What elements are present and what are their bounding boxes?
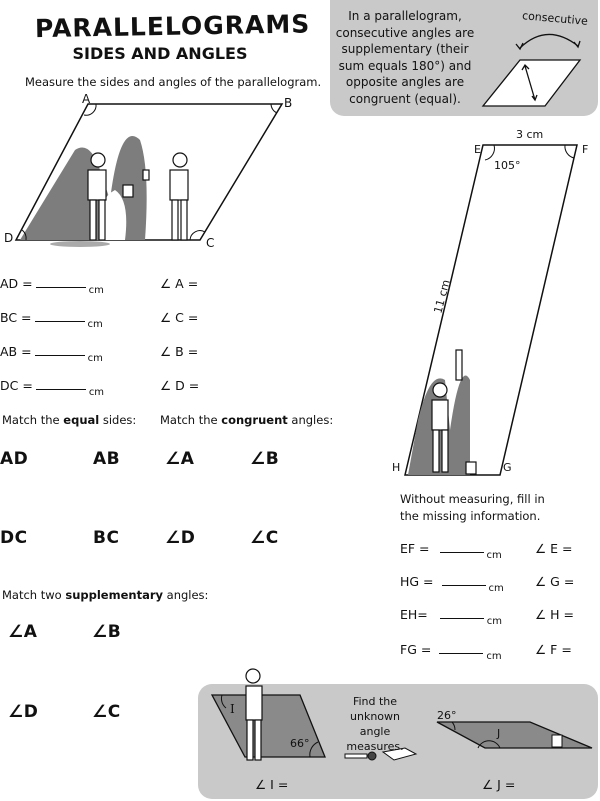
answer-blank[interactable] (35, 389, 86, 390)
match-item-angle-c[interactable]: ∠C (250, 528, 279, 548)
match-item-ab[interactable]: AB (93, 449, 121, 469)
answer-angle-j[interactable]: ∠ J = (482, 777, 516, 792)
painter-figure (87, 152, 189, 241)
unit: cm (486, 651, 502, 662)
info-line: opposite angles are (345, 75, 465, 89)
unit: cm (88, 285, 104, 296)
measure-row: AD = cm (0, 276, 104, 296)
fill-row: FG = cm (400, 642, 502, 662)
supp-item-angle-c[interactable]: ∠C (92, 702, 121, 722)
instruction-line: unknown angle (350, 710, 400, 738)
page-subtitle: SIDES AND ANGLES (72, 44, 248, 63)
unit: cm (486, 616, 503, 627)
match-sides-heading: Match the equal sides: (2, 413, 137, 427)
roller-and-tray (344, 747, 418, 761)
match-item-angle-d[interactable]: ∠D (165, 528, 196, 548)
parallelogram-j (436, 721, 593, 749)
unit: cm (87, 353, 103, 364)
supp-item-angle-a[interactable]: ∠A (8, 622, 38, 642)
info-line: congruent (equal). (349, 91, 461, 106)
vertex-h: H (392, 461, 401, 474)
angle-label: ∠ F = (535, 642, 572, 657)
side-label: EF = (400, 541, 430, 556)
angle-26-label: 26° (437, 709, 457, 722)
find-angles-instruction: Find the unknown angle measures. (335, 694, 415, 754)
fill-row: EH= cm (400, 607, 502, 627)
vertex-g: G (503, 461, 512, 474)
angle-j-label: J (497, 727, 501, 740)
measure-row: BC = cm (0, 310, 103, 330)
vertex-c: C (206, 236, 215, 250)
side-label: EH= (400, 607, 428, 622)
instruction: Measure the sides and angles of the para… (25, 75, 322, 89)
answer-blank[interactable] (34, 355, 85, 356)
angle-label: ∠ G = (535, 574, 575, 589)
unit: cm (486, 550, 502, 561)
angle-i-label: I (230, 702, 235, 716)
fill-instruction-line: Without measuring, fill in (400, 492, 545, 506)
vertex-a: A (82, 92, 91, 106)
parallelogram-efgh (404, 144, 578, 476)
info-line: sum equals 180°) and (338, 58, 472, 73)
painter-figure (431, 349, 477, 475)
supplementary-heading: Match two supplementary angles: (2, 588, 209, 602)
match-item-angle-a[interactable]: ∠A (165, 449, 195, 469)
supp-item-angle-b[interactable]: ∠B (92, 622, 122, 642)
angle-66-label: 66° (290, 737, 310, 750)
match-item-ad[interactable]: AD (0, 449, 29, 469)
fill-row: HG = cm (400, 574, 504, 594)
info-line: consecutive angles are (335, 25, 475, 40)
angle-label: ∠ D = (160, 378, 200, 393)
vertex-b: B (284, 96, 293, 110)
answer-angle-i[interactable]: ∠ I = (255, 777, 289, 792)
angle-label: ∠ C = (160, 310, 199, 325)
answer-blank[interactable] (441, 585, 486, 586)
info-line: In a parallelogram, (348, 9, 462, 23)
vertex-f: F (582, 143, 589, 156)
measure-row: AB = cm (0, 344, 103, 364)
side-label: FG = (400, 642, 432, 657)
vertex-d: D (4, 231, 14, 245)
match-angles-heading: Match the congruent angles: (160, 413, 334, 427)
info-diagram (481, 33, 582, 107)
measure-row: DC = cm (0, 378, 104, 398)
side-label: AD = (0, 276, 33, 291)
answer-blank[interactable] (439, 552, 484, 553)
side-label: HG = (400, 574, 434, 589)
answer-blank[interactable] (35, 287, 86, 288)
painter-figure (245, 668, 263, 761)
side-label: DC = (0, 378, 33, 393)
fill-instruction-line: the missing information. (400, 509, 541, 523)
supp-item-angle-d[interactable]: ∠D (8, 702, 39, 722)
unit: cm (87, 319, 103, 330)
angle-label: ∠ H = (535, 607, 575, 622)
fill-instruction: Without measuring, fill in the missing i… (400, 491, 545, 525)
unit: cm (488, 583, 504, 594)
side-label: AB = (0, 344, 32, 359)
answer-blank[interactable] (34, 321, 85, 322)
unit: cm (88, 387, 105, 398)
info-box (330, 0, 598, 116)
parallelogram-i (210, 668, 326, 761)
match-item-dc[interactable]: DC (0, 528, 28, 548)
match-item-angle-b[interactable]: ∠B (250, 449, 280, 469)
instruction-line: measures. (346, 740, 404, 753)
fill-row: EF = cm (400, 541, 502, 561)
vertex-e: E (474, 143, 481, 156)
answer-blank[interactable] (439, 618, 484, 619)
side-label: BC = (0, 310, 32, 325)
angle-label: ∠ B = (160, 344, 199, 359)
instruction-line: Find the (352, 695, 398, 708)
angle-label: ∠ E = (535, 541, 573, 556)
side-ef-length: 3 cm (516, 128, 544, 141)
info-line: supplementary (their (341, 42, 469, 56)
angle-label: ∠ A = (160, 276, 199, 291)
match-item-bc[interactable]: BC (93, 528, 120, 548)
angle-e-value: 105° (494, 159, 521, 172)
info-text: In a parallelogram, consecutive angles a… (335, 8, 475, 107)
answer-blank[interactable] (439, 653, 484, 654)
parallelogram-abcd (14, 103, 284, 247)
